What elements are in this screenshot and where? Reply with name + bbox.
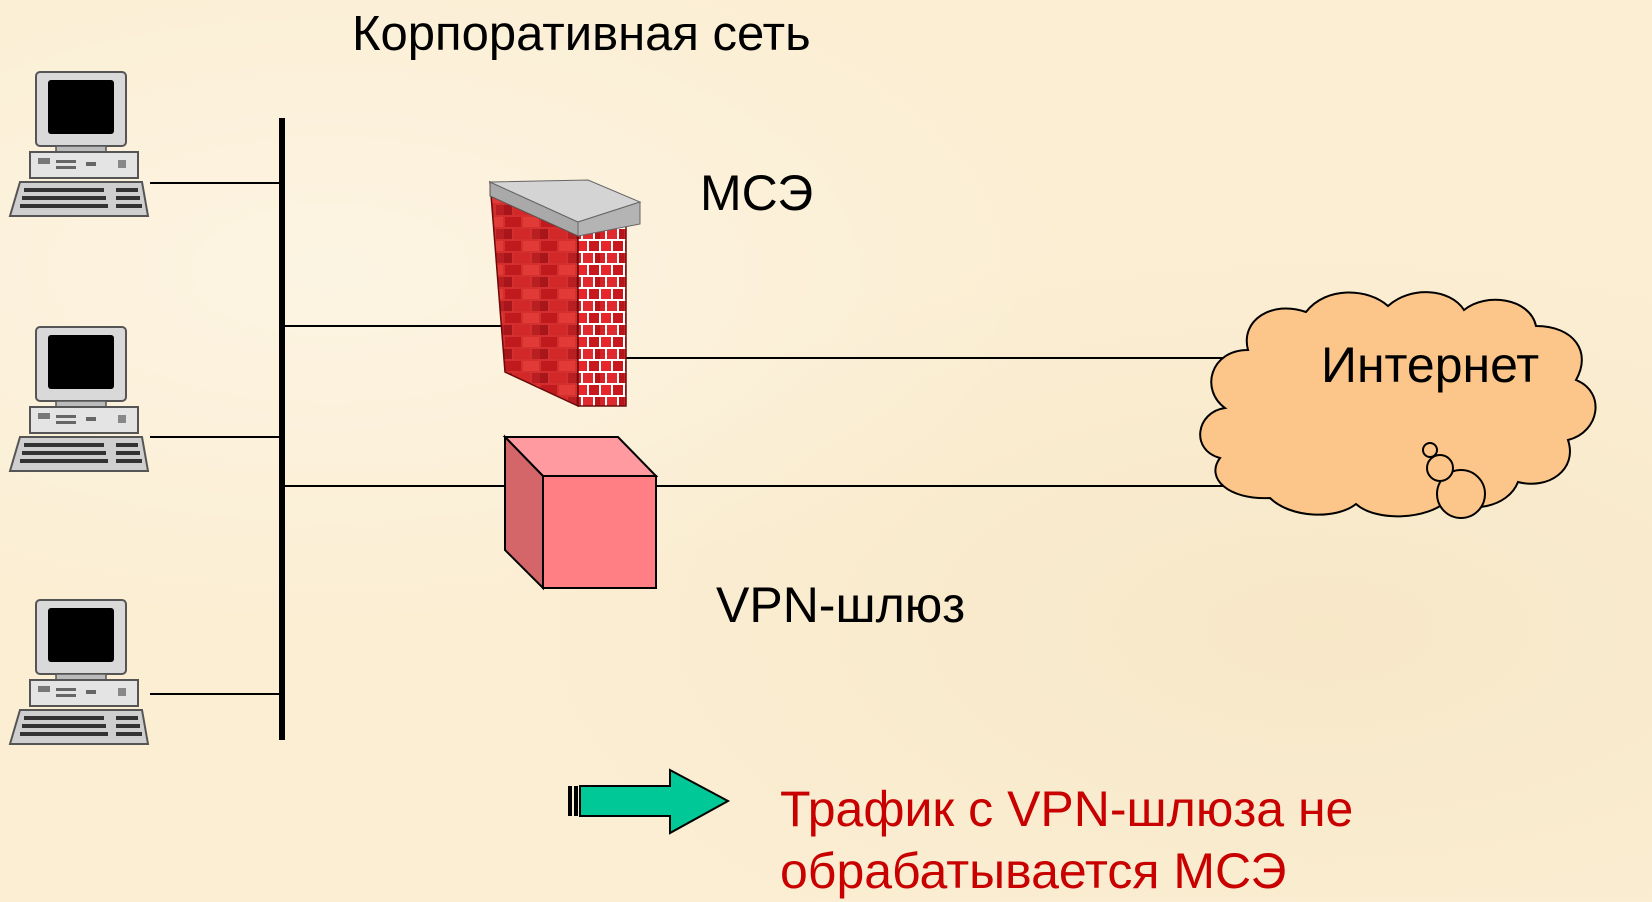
desktop-computer-icon: [9, 71, 149, 217]
vpn-gateway-label: VPN-шлюз: [716, 577, 966, 633]
brick-wall-icon: [489, 179, 642, 408]
desktop-computer-icon: [9, 326, 149, 472]
cloud-icon: [1199, 291, 1597, 519]
firewall-label: МСЭ: [700, 165, 814, 221]
desktop-computer-icon: [9, 599, 149, 745]
internet-label: Интернет: [1321, 337, 1540, 393]
cube-icon: [502, 434, 659, 591]
legend-note: Трафик с VPN-шлюза не обрабатывается МСЭ: [780, 781, 1354, 899]
diagram-title: Корпоративная сеть: [352, 7, 811, 61]
network-links: [150, 118, 1270, 740]
arrow-right-icon: [568, 768, 731, 835]
